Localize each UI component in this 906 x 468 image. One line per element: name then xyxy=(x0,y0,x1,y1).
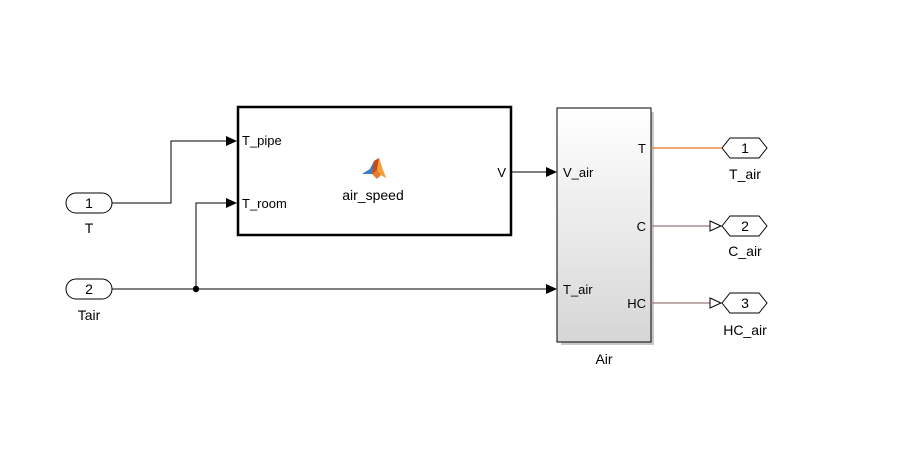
air-output-c: C xyxy=(637,219,646,234)
matlab-block-name: air_speed xyxy=(342,187,404,203)
outport-2-number: 2 xyxy=(741,218,749,234)
signal-tair-to-t-room[interactable] xyxy=(195,198,237,289)
outport-1-label: T_air xyxy=(729,166,761,182)
outport-1-number: 1 xyxy=(741,140,749,156)
outport-1-block[interactable]: 1 xyxy=(721,137,768,159)
signal-hc-to-outport-3[interactable] xyxy=(651,297,723,309)
outport-3-label: HC_air xyxy=(723,322,767,338)
outport-3-block[interactable]: 3 xyxy=(721,292,768,314)
inport-1-block[interactable]: 1 xyxy=(65,192,113,214)
air-output-t: T xyxy=(638,141,646,156)
branch-point xyxy=(192,285,200,293)
signal-t-to-t-pipe[interactable] xyxy=(112,136,237,204)
signal-tair-to-air[interactable] xyxy=(112,284,557,294)
matlab-function-block[interactable] xyxy=(236,105,513,237)
inport-2-number: 2 xyxy=(85,281,93,297)
signal-c-to-outport-2[interactable] xyxy=(651,220,723,232)
air-subsystem-block[interactable] xyxy=(556,107,654,345)
matlab-logo-icon xyxy=(362,158,386,179)
air-input-t-air: T_air xyxy=(563,282,593,297)
inport-1-label: T xyxy=(85,220,94,236)
air-subsystem-name: Air xyxy=(595,351,612,367)
matlab-input-t-room: T_room xyxy=(242,196,287,211)
air-input-v-air: V_air xyxy=(563,165,594,180)
matlab-output-v: V xyxy=(497,165,506,180)
outport-3-number: 3 xyxy=(741,295,749,311)
signal-v-to-v-air[interactable] xyxy=(512,167,557,177)
outport-2-label: C_air xyxy=(728,243,762,259)
outport-2-block[interactable]: 2 xyxy=(721,215,768,237)
matlab-input-t-pipe: T_pipe xyxy=(242,133,282,148)
inport-1-number: 1 xyxy=(85,195,93,211)
air-output-hc: HC xyxy=(627,296,646,311)
inport-2-block[interactable]: 2 xyxy=(65,278,113,300)
inport-2-label: Tair xyxy=(78,307,101,323)
